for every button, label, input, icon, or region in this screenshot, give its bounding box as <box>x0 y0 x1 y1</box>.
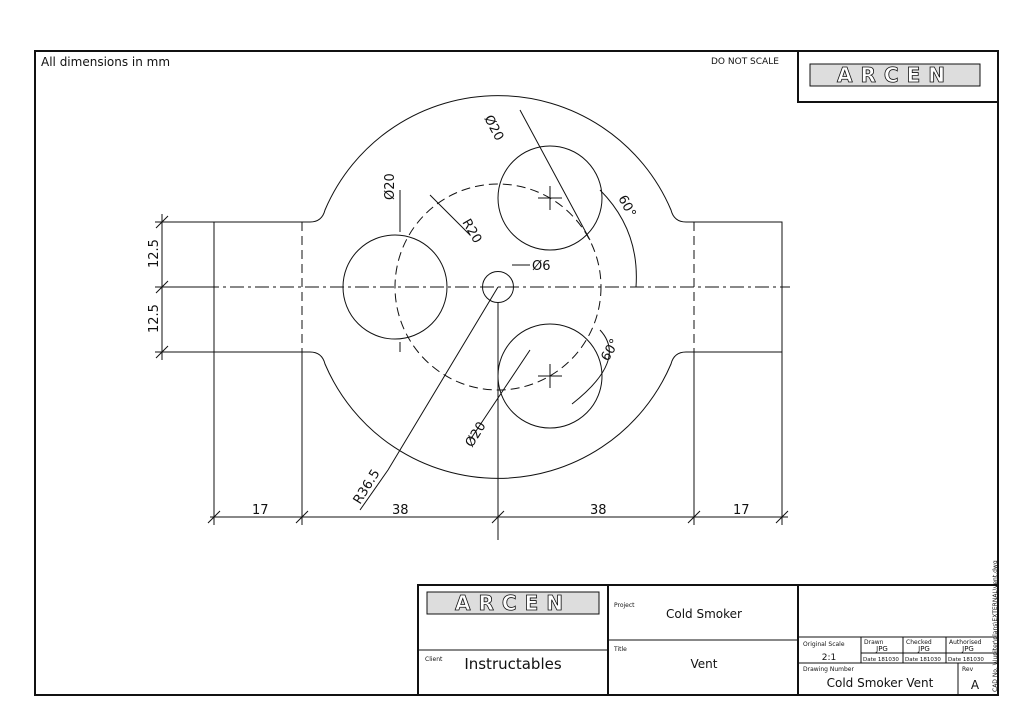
logo-box-top <box>797 50 999 103</box>
cad-file-path: CAD No. \\Jupiter\plans\EXTERNAL\vent.dw… <box>992 560 999 692</box>
dim-hole-bottom: Ø20 <box>463 419 490 450</box>
dim-width-left-tab: 17 <box>252 503 269 518</box>
authorised-label: Authorised <box>949 639 982 646</box>
company-logo-top: ARCEN <box>809 63 981 87</box>
dim-angle-bottom: 60° <box>598 337 623 364</box>
dim-width-right: 38 <box>590 503 607 518</box>
scale-value: 2:1 <box>822 653 836 663</box>
dim-angle-top: 60° <box>614 193 638 220</box>
dim-width-right-tab: 17 <box>733 503 750 518</box>
rev-label: Rev <box>962 666 974 673</box>
title-label: Title <box>613 646 627 653</box>
rev-value: A <box>971 678 980 692</box>
drawn-value: JPG <box>875 645 888 653</box>
hole-top <box>497 145 603 251</box>
dim-hole-left: Ø20 <box>383 173 398 200</box>
project-value: Cold Smoker <box>666 607 742 621</box>
svg-text:ARCEN: ARCEN <box>455 591 571 615</box>
checked-value: JPG <box>917 645 930 653</box>
vent-part <box>180 95 790 479</box>
client-value: Instructables <box>464 655 562 673</box>
dimension-lines <box>155 109 789 540</box>
checked-label: Checked <box>906 639 932 646</box>
do-not-scale-note: DO NOT SCALE <box>711 57 779 67</box>
dim-outer-radius: R36.5 <box>351 467 384 507</box>
drawn-date: Date 181030 <box>863 657 899 663</box>
authorised-value: JPG <box>961 645 974 653</box>
hole-center-marks <box>538 186 562 388</box>
dim-hole-top: Ø20 <box>480 113 506 144</box>
drawing-number-label: Drawing Number <box>803 666 854 673</box>
title-value: Vent <box>691 657 718 671</box>
svg-text:ARCEN: ARCEN <box>837 63 953 87</box>
dim-center-hole: Ø6 <box>532 259 551 274</box>
dim-width-left: 38 <box>392 503 409 518</box>
client-label: Client <box>425 656 443 663</box>
drawing-number-value: Cold Smoker Vent <box>827 676 934 690</box>
authorised-date: Date 181030 <box>948 657 984 663</box>
dim-pitch-radius: R20 <box>459 217 485 247</box>
checked-date: Date 181030 <box>905 657 941 663</box>
project-label: Project <box>614 602 635 609</box>
dim-height-upper: 12.5 <box>147 239 162 268</box>
hole-left <box>342 234 448 340</box>
scale-label: Original Scale <box>803 641 845 648</box>
drawn-label: Drawn <box>864 639 884 646</box>
units-note: All dimensions in mm <box>41 55 170 69</box>
dim-height-lower: 12.5 <box>147 304 162 333</box>
title-block <box>417 584 999 696</box>
company-logo-bottom: ARCEN <box>426 591 600 615</box>
